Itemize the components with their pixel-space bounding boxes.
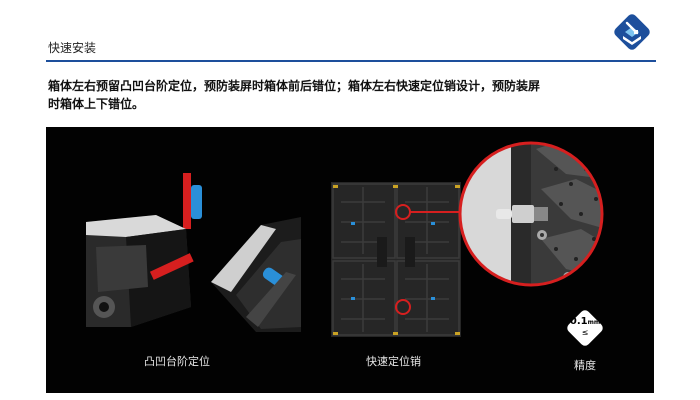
precision-value: 0.1mm ≤ xyxy=(565,316,605,337)
caption-quick-pin: 快速定位销 xyxy=(366,355,421,368)
precision-symbol: ≤ xyxy=(581,328,589,337)
precision-badge-icon xyxy=(567,310,603,346)
step-alignment-illustration xyxy=(86,173,301,332)
description-line-1: 箱体左右预留凸凹台阶定位，预防装屏时箱体前后错位；箱体左右快速定位销设计，预防装… xyxy=(48,79,541,93)
feature-description: 箱体左右预留凸凹台阶定位，预防装屏时箱体前后错位；箱体左右快速定位销设计，预防装… xyxy=(48,77,648,113)
description-line-2: 时箱体上下错位。 xyxy=(48,97,145,111)
pin-detail-zoom-circle xyxy=(458,141,604,287)
caption-precision: 精度 xyxy=(574,359,596,372)
section-title: 快速安装 xyxy=(48,41,97,55)
precision-number: 0.1 xyxy=(569,316,588,327)
diamond-install-logo-icon xyxy=(612,12,652,52)
zoom-connector-line xyxy=(410,211,468,213)
precision-unit: mm xyxy=(587,319,601,326)
header-divider xyxy=(46,60,656,62)
illustration-panel: 凸凹台阶定位 快速定位销 xyxy=(46,127,654,393)
caption-step-alignment: 凸凹台阶定位 xyxy=(144,355,210,368)
quick-pin-cabinet-grid xyxy=(331,182,461,337)
